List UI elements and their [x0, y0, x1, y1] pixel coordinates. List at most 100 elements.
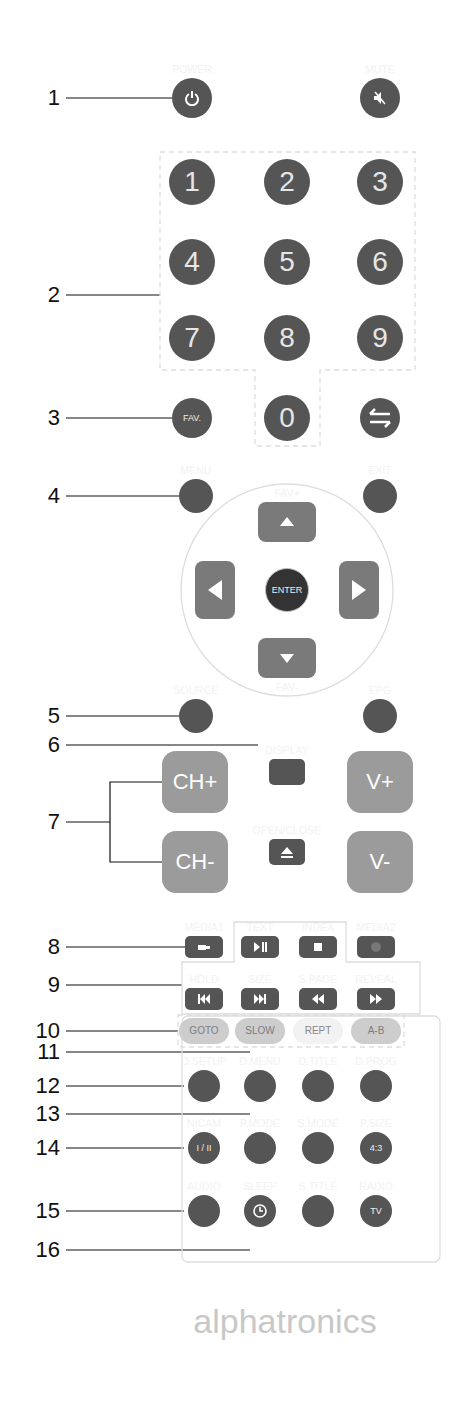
button-text: A-B	[368, 1026, 385, 1036]
button-text: 4:3	[370, 1144, 383, 1153]
button-text: FAV.	[183, 414, 201, 423]
button-label: MEDIA1	[184, 922, 223, 933]
button-text: 7	[184, 324, 200, 352]
remote-button: FAV.	[172, 398, 212, 438]
remote-button: AUDIO	[188, 1195, 220, 1227]
button-label: MUTE	[365, 64, 395, 75]
remote-button: GOTO	[179, 1018, 229, 1044]
callout-number: 8	[16, 936, 60, 958]
remote-button: V-	[347, 831, 413, 893]
button-text: I / II	[196, 1144, 211, 1153]
remote-button: MENU	[179, 479, 213, 513]
callout-number: 11	[16, 1041, 60, 1063]
remote-button: D.TITLE	[302, 1070, 334, 1102]
remote-button: 8	[264, 315, 310, 361]
button-text: REPT	[305, 1026, 332, 1036]
remote-button: SOURCE	[179, 699, 213, 733]
button-label: SOURCE	[174, 685, 219, 696]
button-label: NICAM	[187, 1118, 221, 1129]
button-text: SLOW	[245, 1026, 274, 1036]
button-label: TEXT	[247, 922, 274, 933]
button-text: 2	[279, 168, 295, 196]
remote-button: 6	[357, 239, 403, 285]
callout-number: 4	[16, 485, 60, 507]
button-label: MENU	[181, 465, 212, 476]
callout-number: 5	[16, 705, 60, 727]
button-icon	[252, 939, 268, 955]
button-text: CH+	[173, 771, 218, 793]
callout-number: 10	[16, 1020, 60, 1042]
remote-button: 7	[169, 315, 215, 361]
brand-name: alphatronics	[124, 1304, 446, 1338]
remote-button: MUTE	[360, 78, 400, 118]
remote-button: D.PROG	[360, 1070, 392, 1102]
button-label: S.PAGE	[299, 974, 337, 985]
button-text: 0	[279, 404, 295, 432]
button-icon	[252, 991, 268, 1007]
callout-number: 14	[16, 1137, 60, 1159]
button-text: 1	[184, 168, 200, 196]
remote-button: SLOW	[235, 1018, 285, 1044]
button-label: RADIO	[359, 1181, 392, 1192]
swap-button	[360, 398, 400, 438]
button-icon	[252, 1203, 268, 1219]
remote-button: NICAMI / II	[188, 1132, 220, 1164]
button-icon	[310, 939, 326, 955]
remote-button: SLEEP	[244, 1195, 276, 1227]
remote-button: D.MENU	[244, 1070, 276, 1102]
button-label: INDEX	[302, 922, 334, 933]
button-label: FAV-	[276, 682, 298, 693]
remote-button: 5	[264, 239, 310, 285]
remote-button: 1	[169, 159, 215, 205]
button-text: 9	[372, 324, 388, 352]
button-icon	[279, 514, 295, 530]
button-label: D.PROG	[355, 1056, 396, 1067]
callout-number: 2	[16, 284, 60, 306]
button-label: D.SETUP	[181, 1056, 227, 1067]
button-text: 8	[279, 324, 295, 352]
button-label: D.TITLE	[298, 1056, 337, 1067]
remote-button: OPEN/CLOSE	[269, 839, 305, 865]
button-icon	[310, 991, 326, 1007]
remote-button: 9	[357, 315, 403, 361]
button-label: REVEAL	[355, 974, 396, 985]
callout-number: 6	[16, 734, 60, 756]
dpad-side-buttons	[195, 561, 379, 619]
callout-number: 9	[16, 974, 60, 996]
button-text: 4	[184, 248, 200, 276]
button-icon	[196, 939, 212, 955]
callout-number: 16	[16, 1239, 60, 1261]
remote-shape	[124, 4, 446, 1414]
button-text: 5	[279, 248, 295, 276]
remote-button: 4	[169, 239, 215, 285]
button-text: ENTER	[272, 586, 303, 595]
remote-button: 2	[264, 159, 310, 205]
button-text: 6	[372, 248, 388, 276]
button-icon	[196, 991, 212, 1007]
button-icon	[279, 650, 295, 666]
button-label: EXIT	[368, 465, 391, 476]
remote-button: FAV+	[258, 502, 316, 542]
button-label: SLEEP	[243, 1181, 277, 1192]
remote-button: FAV-	[258, 638, 316, 678]
button-text: 3	[372, 168, 388, 196]
remote-button: 3	[357, 159, 403, 205]
remote-body: alphatronicsPOWERMUTE123456789FAV.0MENUE…	[124, 4, 446, 1414]
remote-button: V+	[347, 751, 413, 813]
remote-button: S.MODE	[302, 1132, 334, 1164]
callout-number: 13	[16, 1103, 60, 1125]
button-icon	[279, 844, 295, 860]
button-label: SIZE	[248, 974, 271, 985]
button-label: DISPLAY	[265, 745, 309, 756]
button-text: CH-	[175, 851, 214, 873]
button-label: P.SIZE	[360, 1118, 392, 1129]
callout-number: 3	[16, 407, 60, 429]
remote-button: D.SETUP	[188, 1070, 220, 1102]
callout-number: 7	[16, 811, 60, 833]
remote-button: EXIT	[363, 479, 397, 513]
remote-button: REVEAL	[357, 988, 395, 1010]
remote-button: S.PAGE	[299, 988, 337, 1010]
button-label: EPG	[369, 685, 391, 696]
remote-button: ENTER	[265, 568, 309, 612]
